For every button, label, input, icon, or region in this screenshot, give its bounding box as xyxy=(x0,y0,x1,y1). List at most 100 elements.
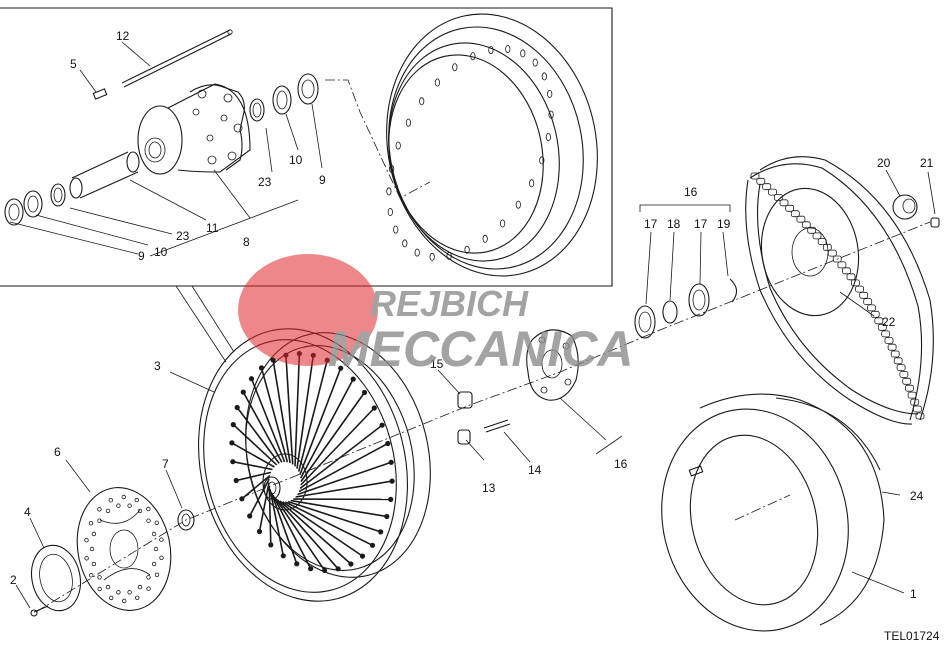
screw-part xyxy=(31,606,48,616)
disc-hole xyxy=(160,556,164,560)
rim-hole xyxy=(420,98,424,105)
chain-link xyxy=(882,331,890,337)
chain-link xyxy=(847,274,855,280)
disc-hole xyxy=(154,547,158,551)
rim-hole xyxy=(430,253,434,260)
spoke-nipple-mark xyxy=(362,390,367,395)
spoke-nipple-mark xyxy=(229,440,234,445)
rim-hole xyxy=(506,46,510,53)
wheel-spoke xyxy=(296,481,393,497)
left-bearing-stack xyxy=(5,184,65,225)
chain-link xyxy=(813,233,821,239)
spoke-nipple-mark xyxy=(322,568,327,573)
spoke-nipple-mark xyxy=(249,376,254,381)
hub-part xyxy=(138,84,250,174)
callout-24: 24 xyxy=(910,489,924,503)
spoke-nipple-mark xyxy=(235,405,240,410)
rim-hole xyxy=(489,47,493,54)
disc-hole xyxy=(155,521,159,525)
rim-hole xyxy=(483,235,487,242)
callout-9: 9 xyxy=(319,173,326,187)
callout-19: 19 xyxy=(717,217,731,231)
watermark-line1: REJBICH xyxy=(370,283,529,324)
rim-hole xyxy=(521,50,525,57)
disc-hole xyxy=(98,576,102,580)
spoke-nipple-mark xyxy=(308,566,313,571)
rim-hole xyxy=(546,134,550,141)
spacer-nut xyxy=(893,195,939,227)
callout-5: 5 xyxy=(70,57,77,71)
bare-rim xyxy=(363,0,621,296)
callout-7: 7 xyxy=(162,457,169,471)
disc-hole xyxy=(98,587,102,591)
callout-22: 22 xyxy=(882,315,896,329)
disc-hole xyxy=(147,576,151,580)
inner-spacer-part xyxy=(70,152,139,198)
disc-hole xyxy=(109,596,113,600)
rim-hole xyxy=(453,64,457,71)
disc-hole xyxy=(147,507,151,511)
wheel-spoke xyxy=(295,354,299,467)
brake-disc-part xyxy=(66,479,182,619)
spoke-nipple-mark xyxy=(372,405,377,410)
chain-link xyxy=(797,216,805,222)
disc-hole xyxy=(117,504,121,508)
drawing-code: TEL01724 xyxy=(884,629,940,643)
spoke-nipple-mark xyxy=(389,460,394,465)
chain-link xyxy=(894,358,902,364)
disc-hole xyxy=(85,538,89,542)
rim-hole xyxy=(388,208,392,215)
chain-link xyxy=(860,292,868,298)
callout-10b: 10 xyxy=(154,245,168,259)
callout-11: 11 xyxy=(206,221,219,235)
disc-hole xyxy=(122,599,126,603)
callout-6: 6 xyxy=(54,445,61,459)
spoke-part xyxy=(122,30,232,87)
spoke-nipple-mark xyxy=(336,566,341,571)
rim-hole xyxy=(533,59,537,66)
callout-12: 12 xyxy=(116,29,130,43)
spoke-nipple-mark xyxy=(351,377,356,382)
disc-hole xyxy=(160,538,164,542)
right-bearing-stack xyxy=(250,74,318,121)
disc-hole xyxy=(135,498,139,502)
callout-16: 16 xyxy=(684,185,698,199)
spoke-nipple-mark xyxy=(259,365,264,370)
spoke-nipple-mark xyxy=(380,423,385,428)
rim-hole xyxy=(387,188,391,195)
disc-hole xyxy=(135,596,139,600)
callout-10: 10 xyxy=(289,153,303,167)
wheel-spoke xyxy=(301,393,365,482)
tone-wheel-part xyxy=(26,541,87,616)
spoke-nipple-mark xyxy=(360,554,365,559)
chain-link xyxy=(908,392,916,398)
disc-hole xyxy=(109,498,113,502)
carrier-bearing-stack xyxy=(635,279,737,338)
wheel-spoke xyxy=(291,501,387,517)
spoke-nipple-mark xyxy=(231,422,236,427)
disc-hole xyxy=(155,573,159,577)
callout-18: 18 xyxy=(667,217,681,231)
spoke-nipple-mark xyxy=(241,390,246,395)
disc-hole xyxy=(117,591,121,595)
disc-hole xyxy=(147,587,151,591)
wheel-spoke xyxy=(237,408,279,464)
chain-link xyxy=(843,268,851,274)
spoke-nipple-mark xyxy=(378,529,383,534)
spoke-nipple-mark xyxy=(390,479,395,484)
callout-3: 3 xyxy=(154,359,161,373)
chain-link xyxy=(864,299,872,305)
chain-link xyxy=(897,365,905,371)
spoke-nipple-mark xyxy=(234,478,239,483)
watermark-line2: MECCANICA xyxy=(328,321,634,377)
disc-hole xyxy=(147,519,151,523)
tire-part xyxy=(639,389,884,650)
spoke-nipple-mark xyxy=(385,441,390,446)
callout-17b: 17 xyxy=(694,217,708,231)
chain-sprocket-part xyxy=(746,157,934,424)
spoke-nipple-mark xyxy=(230,459,235,464)
chain-link xyxy=(888,344,896,350)
disc-hole xyxy=(138,585,142,589)
disc-hole xyxy=(106,509,110,513)
